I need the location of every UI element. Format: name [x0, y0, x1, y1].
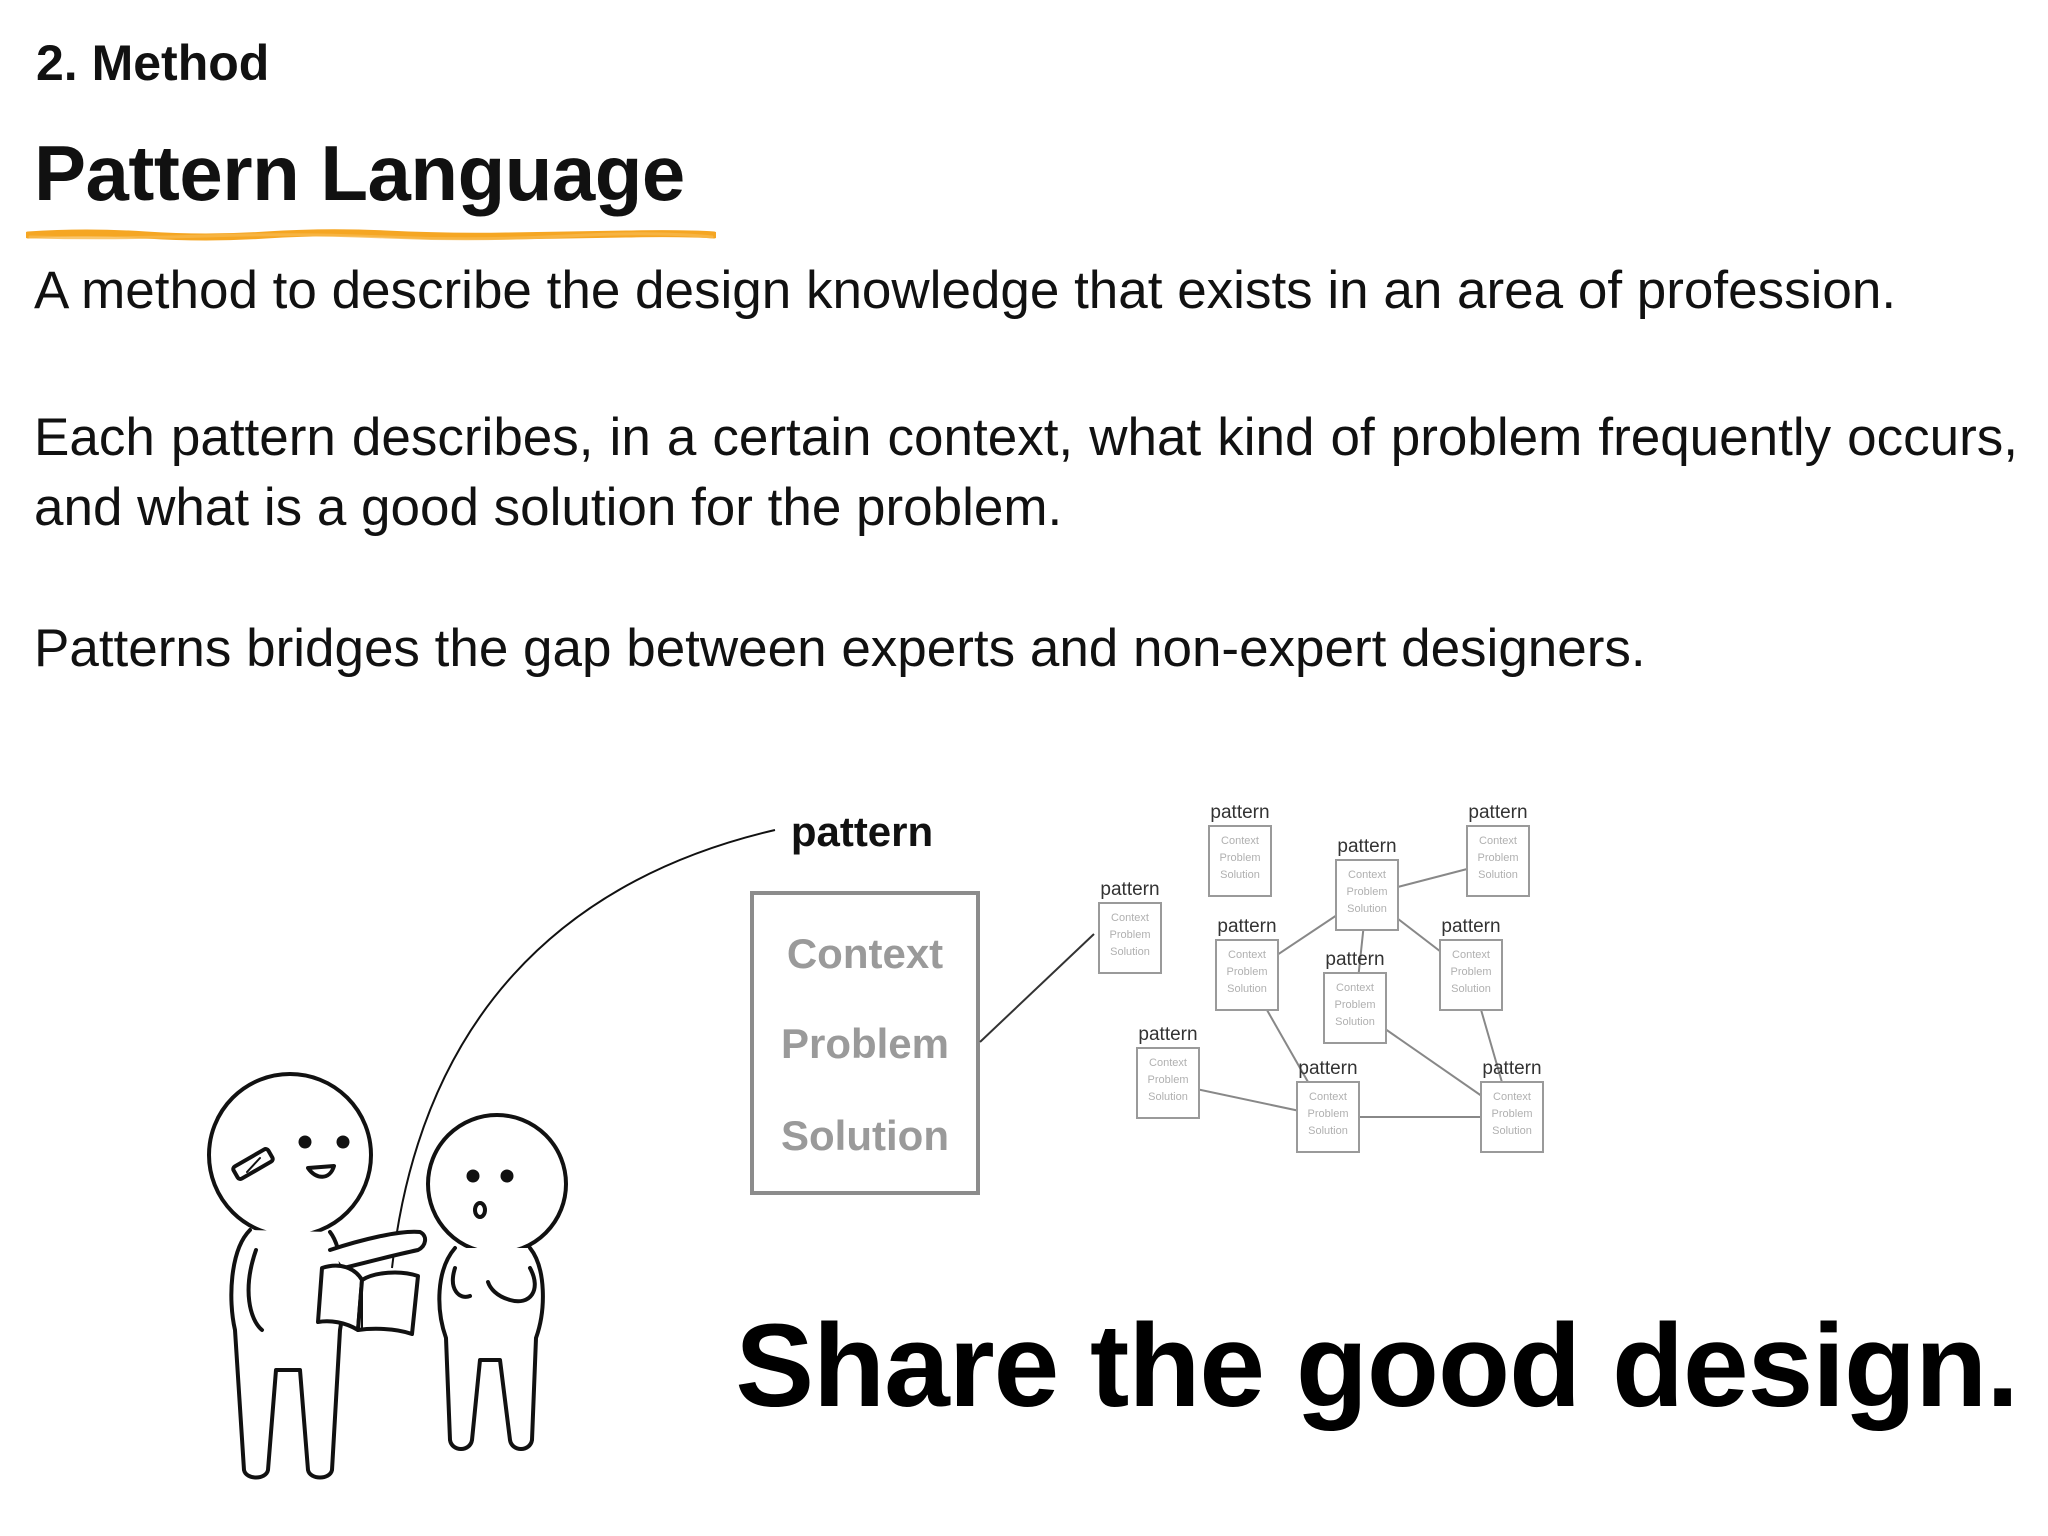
- network-node-box: [1323, 972, 1387, 1044]
- network-node-line: Context: [1309, 1091, 1347, 1103]
- network-node-line: Context: [1111, 912, 1149, 924]
- network-node-line: Solution: [1227, 983, 1267, 995]
- network-node-box: [1439, 939, 1503, 1011]
- network-node-line: Context: [1221, 835, 1259, 847]
- paragraph-bridge: Patterns bridges the gap between experts…: [34, 619, 1646, 678]
- network-node-line: Problem: [1451, 966, 1492, 978]
- network-node-label: pattern: [1468, 802, 1527, 823]
- novice-character-icon: [426, 1113, 568, 1451]
- paragraph-pattern-description: Each pattern describes, in a certain con…: [34, 408, 2018, 537]
- network-node-line: Solution: [1110, 946, 1150, 958]
- card-problem-text: Problem: [781, 1020, 949, 1067]
- network-node-line: Problem: [1478, 852, 1519, 864]
- network-node-label: pattern: [1210, 802, 1269, 823]
- pattern-network: patternContextProblemSolutionpatternCont…: [1098, 802, 1544, 1153]
- network-node-line: Problem: [1347, 886, 1388, 898]
- card-context-text: Context: [787, 930, 943, 977]
- network-node-box: [1098, 902, 1162, 974]
- network-node-label: pattern: [1138, 1024, 1197, 1045]
- network-node-line: Problem: [1227, 966, 1268, 978]
- section-label: 2. Method: [36, 35, 270, 91]
- network-node-line: Context: [1479, 835, 1517, 847]
- network-node-box: [1466, 825, 1530, 897]
- network-node-label: pattern: [1217, 916, 1276, 937]
- pattern-diagram: pattern Context Problem Solution pattern…: [207, 802, 1544, 1480]
- network-node-box: [1215, 939, 1279, 1011]
- pattern-card-label: pattern: [791, 808, 933, 855]
- network-node-line: Context: [1149, 1057, 1187, 1069]
- network-node-box: [1296, 1081, 1360, 1153]
- network-node-box: [1480, 1081, 1544, 1153]
- network-node-label: pattern: [1441, 916, 1500, 937]
- network-node-line: Problem: [1335, 999, 1376, 1011]
- network-node-label: pattern: [1100, 879, 1159, 900]
- paragraph-definition: A method to describe the design knowledg…: [34, 261, 1897, 320]
- connector-curve: [391, 829, 776, 1269]
- network-node-label: pattern: [1298, 1058, 1357, 1079]
- network-node-line: Problem: [1148, 1074, 1189, 1086]
- book-icon: [316, 1263, 420, 1336]
- network-node-line: Solution: [1308, 1125, 1348, 1137]
- card-to-network-line: [979, 933, 1095, 1043]
- network-node-line: Solution: [1478, 869, 1518, 881]
- network-node-line: Solution: [1220, 869, 1260, 881]
- network-node-line: Solution: [1347, 903, 1387, 915]
- network-node-line: Problem: [1492, 1108, 1533, 1120]
- network-node-line: Context: [1348, 869, 1386, 881]
- network-node-box: [1208, 825, 1272, 897]
- title-underline: [26, 229, 716, 241]
- network-node-line: Context: [1493, 1091, 1531, 1103]
- card-solution-text: Solution: [781, 1112, 949, 1159]
- network-node-label: pattern: [1325, 949, 1384, 970]
- network-node-line: Context: [1228, 949, 1266, 961]
- network-node-line: Problem: [1220, 852, 1261, 864]
- network-node-line: Problem: [1110, 929, 1151, 941]
- network-node-line: Solution: [1335, 1016, 1375, 1028]
- tagline: Share the good design.: [735, 1300, 2019, 1432]
- network-node-line: Problem: [1308, 1108, 1349, 1120]
- network-node-line: Solution: [1148, 1091, 1188, 1103]
- slide-title: Pattern Language: [34, 129, 685, 217]
- expert-character-icon: [207, 1072, 427, 1480]
- network-node-line: Context: [1452, 949, 1490, 961]
- network-node-label: pattern: [1482, 1058, 1541, 1079]
- network-node-line: Context: [1336, 982, 1374, 994]
- pattern-card: [750, 891, 980, 1195]
- network-node-box: [1136, 1047, 1200, 1119]
- network-node-line: Solution: [1492, 1125, 1532, 1137]
- network-node-box: [1335, 859, 1399, 931]
- network-node-label: pattern: [1337, 836, 1396, 857]
- network-node-line: Solution: [1451, 983, 1491, 995]
